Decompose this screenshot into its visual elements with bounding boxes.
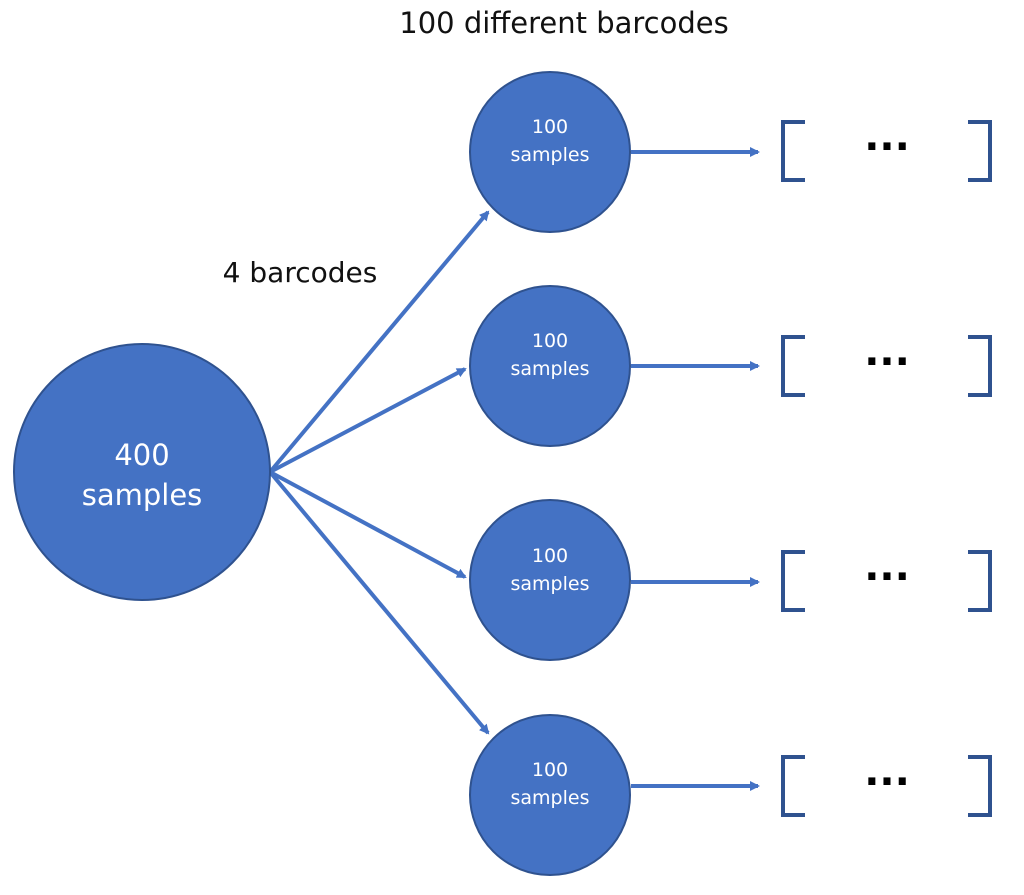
source-count: 400 xyxy=(114,438,169,472)
left-bracket xyxy=(781,550,805,612)
child-circle xyxy=(469,499,631,661)
child-unit: samples xyxy=(511,144,590,166)
child-count: 100 xyxy=(532,116,568,138)
child-circle xyxy=(469,71,631,233)
right-bracket xyxy=(968,335,992,397)
right-bracket xyxy=(968,550,992,612)
child-node-2: 100 samples ··· xyxy=(469,285,992,447)
child-circle xyxy=(469,285,631,447)
branch-label: 4 barcodes xyxy=(223,256,378,289)
child-unit: samples xyxy=(511,358,590,380)
child-node-1: 100 samples ··· xyxy=(469,71,992,233)
left-bracket xyxy=(781,755,805,817)
source-unit: samples xyxy=(82,478,203,512)
ellipsis: ··· xyxy=(864,554,910,600)
right-bracket xyxy=(968,120,992,182)
child-node-3: 100 samples ··· xyxy=(469,499,992,661)
child-count: 100 xyxy=(532,759,568,781)
branch-arrow-4 xyxy=(268,470,490,735)
ellipsis: ··· xyxy=(864,339,910,385)
right-bracket xyxy=(968,755,992,817)
child-unit: samples xyxy=(511,573,590,595)
left-bracket xyxy=(781,120,805,182)
source-node: 400 samples xyxy=(13,343,271,601)
top-heading: 100 different barcodes xyxy=(399,6,728,40)
child-count: 100 xyxy=(532,545,568,567)
child-node-4: 100 samples ··· xyxy=(469,714,992,876)
branch-arrow-1 xyxy=(268,210,490,474)
branch-arrow-2 xyxy=(269,367,467,474)
child-count: 100 xyxy=(532,330,568,352)
child-circle xyxy=(469,714,631,876)
branch-arrow-3 xyxy=(269,470,467,579)
branch-arrows xyxy=(268,210,490,735)
ellipsis: ··· xyxy=(864,124,910,170)
ellipsis: ··· xyxy=(864,759,910,805)
left-bracket xyxy=(781,335,805,397)
source-circle xyxy=(13,343,271,601)
child-unit: samples xyxy=(511,787,590,809)
